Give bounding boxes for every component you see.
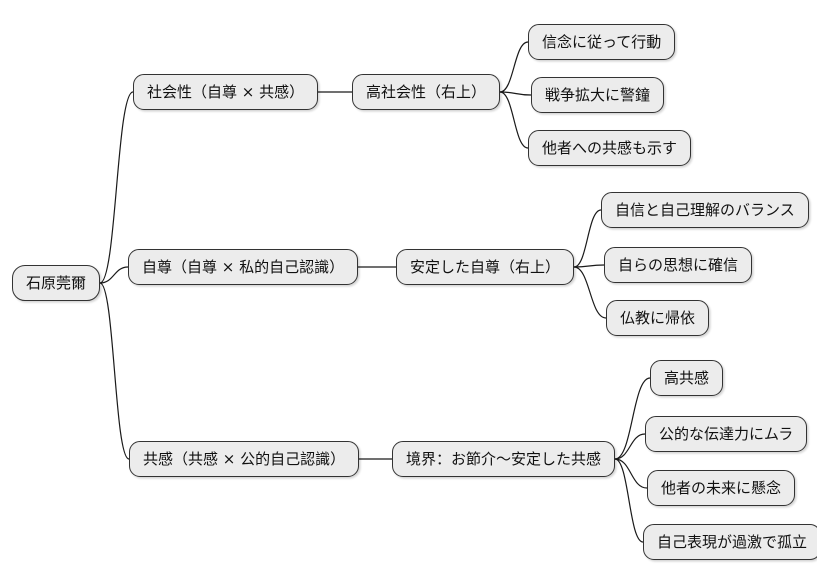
- node-leaf: 仏教に帰依: [606, 300, 710, 336]
- node-branch-sociality: 社会性（自尊 × 共感）: [133, 74, 319, 110]
- node-branch-empathy: 共感（共感 × 公的自己認識）: [129, 441, 360, 477]
- node-leaf: 自己表現が過激で孤立: [643, 524, 817, 560]
- node-branch-selfesteem: 自尊（自尊 × 私的自己認識）: [128, 249, 359, 285]
- node-leaf: 自信と自己理解のバランス: [601, 192, 809, 228]
- node-boundary-empathy: 境界：お節介～安定した共感: [392, 441, 616, 477]
- node-leaf: 自らの思想に確信: [604, 247, 753, 283]
- node-leaf: 他者の未来に懸念: [647, 470, 796, 506]
- node-root: 石原莞爾: [12, 265, 101, 301]
- node-leaf: 公的な伝達力にムラ: [645, 416, 808, 452]
- node-stable-selfesteem: 安定した自尊（右上）: [396, 249, 575, 285]
- node-leaf: 信念に従って行動: [528, 24, 676, 60]
- node-leaf: 高共感: [650, 360, 724, 396]
- node-leaf: 戦争拡大に警鐘: [531, 77, 665, 113]
- node-leaf: 他者への共感も示す: [528, 130, 692, 166]
- node-high-sociality: 高社会性（右上）: [352, 74, 501, 110]
